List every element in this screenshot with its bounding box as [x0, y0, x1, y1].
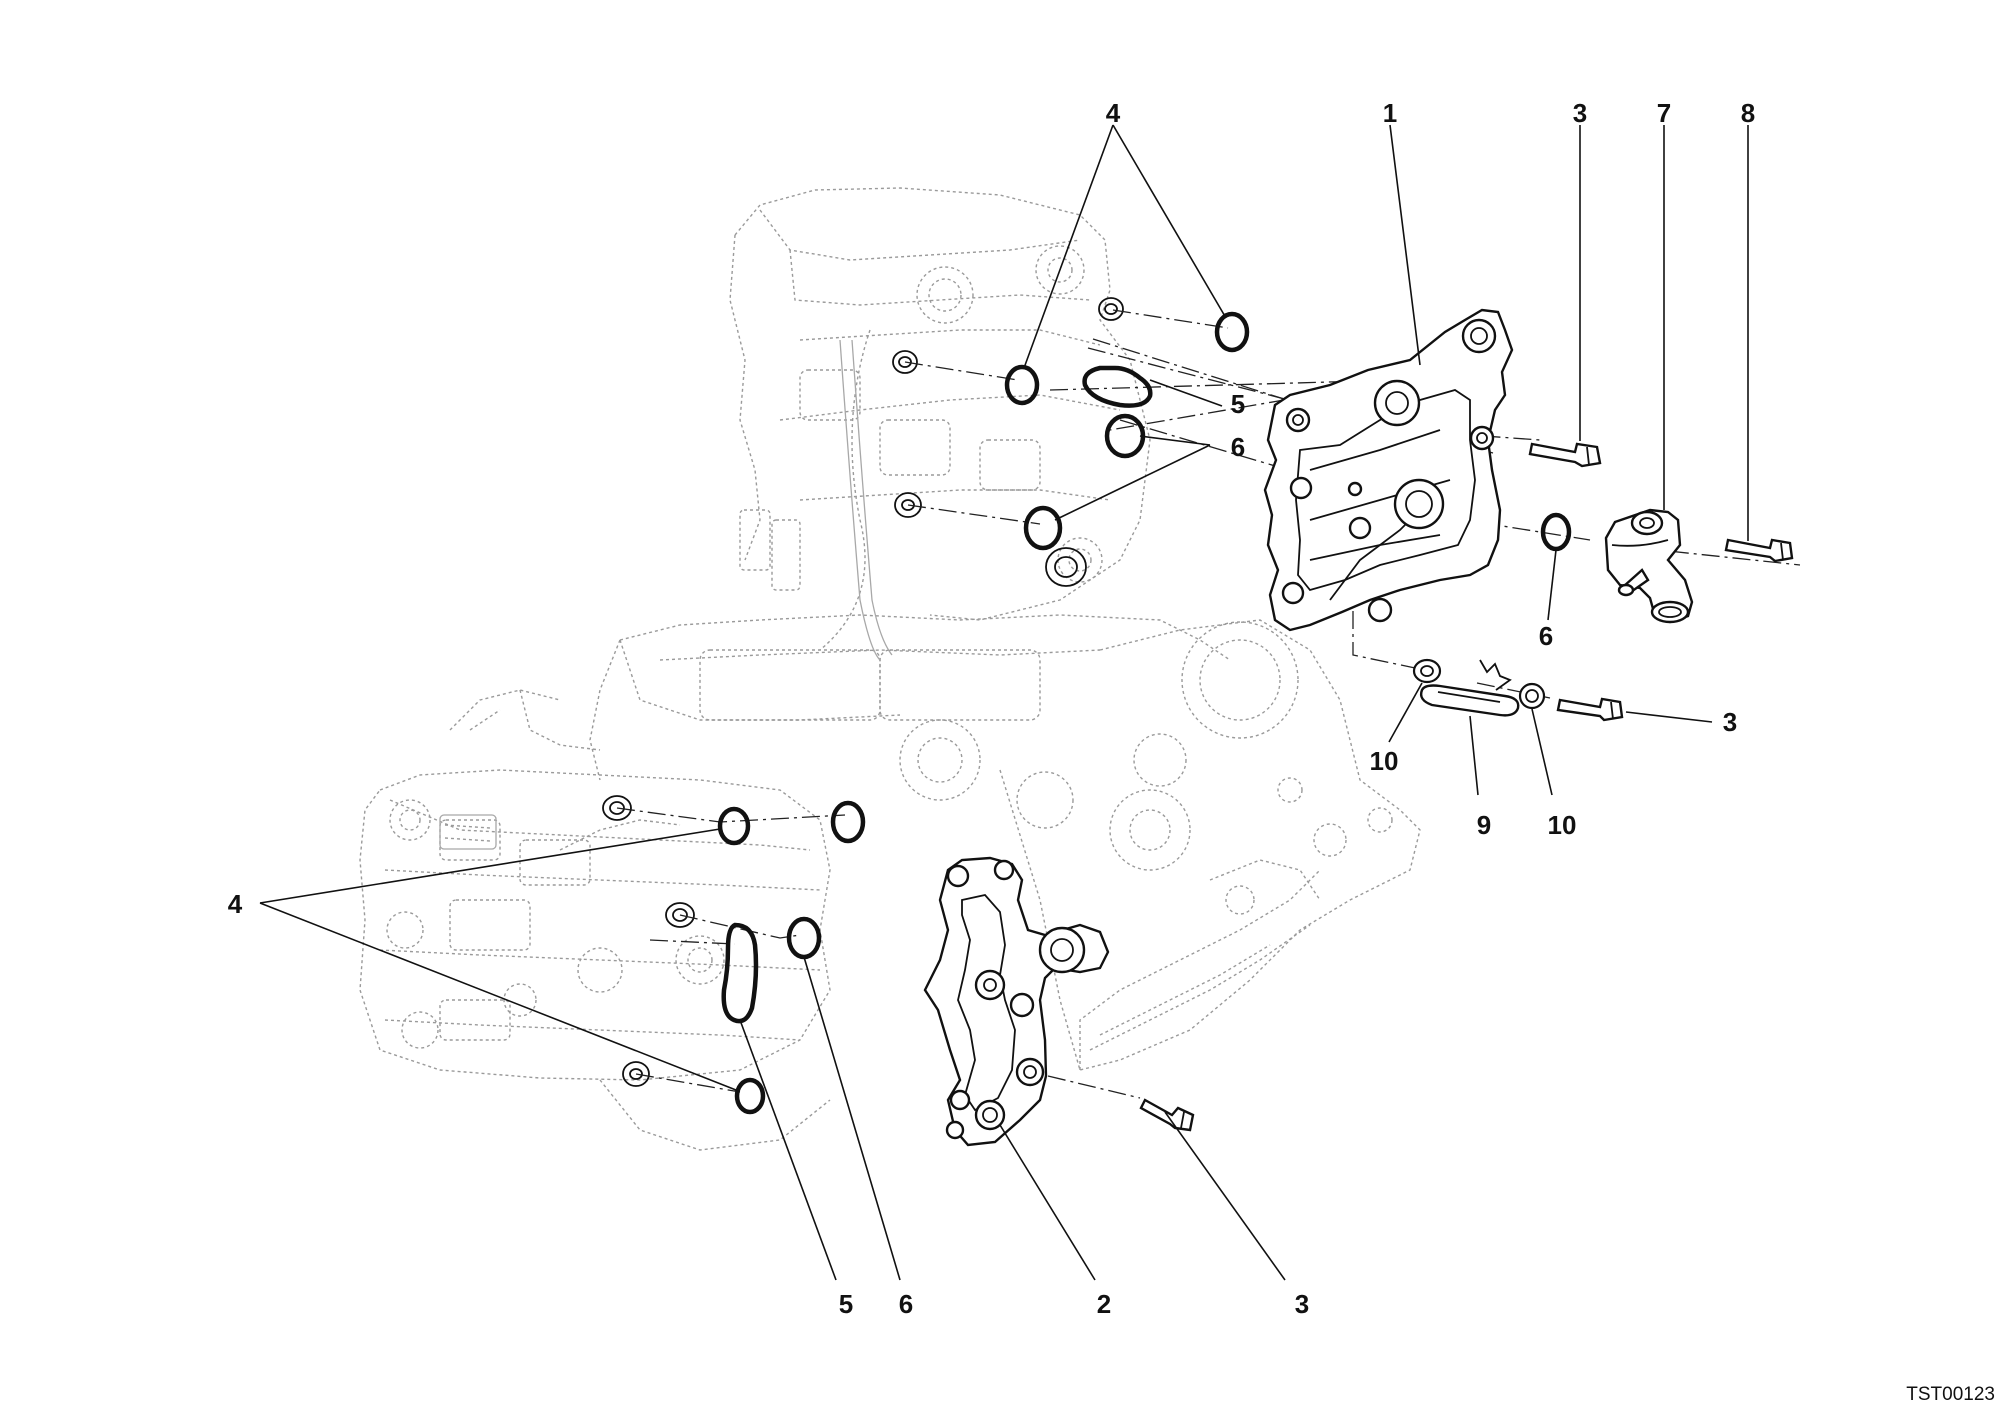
clip-9[interactable]: [1419, 659, 1520, 717]
part-2-front-manifold[interactable]: [923, 856, 1110, 1147]
callout-3-mid: 3: [1723, 707, 1737, 737]
screw-3-top[interactable]: [1528, 442, 1602, 468]
callout-4-left: 4: [228, 889, 243, 919]
o-ring-4-front-right[interactable]: [830, 800, 866, 844]
callout-2: 2: [1097, 1289, 1111, 1319]
o-ring-4-front-lower[interactable]: [734, 1077, 766, 1115]
screw-3-middle[interactable]: [1556, 697, 1624, 722]
o-ring-4-upper-left[interactable]: [1004, 364, 1040, 406]
callout-5-bottom: 5: [839, 1289, 853, 1319]
oval-seal-5-upper[interactable]: [1082, 365, 1153, 408]
oval-seal-5-lower[interactable]: [721, 922, 759, 1024]
o-ring-6-middle[interactable]: [1023, 505, 1063, 551]
callout-6-bottom: 6: [899, 1289, 913, 1319]
engine-block-outline: [359, 187, 1421, 1151]
callout-6-mid: 6: [1539, 621, 1553, 651]
callout-8: 8: [1741, 98, 1755, 128]
part-7-elbow-fitting[interactable]: [1604, 508, 1694, 624]
screw-8[interactable]: [1724, 538, 1794, 563]
drawing-code: TST00123: [1906, 1384, 1995, 1405]
part-1-rear-manifold[interactable]: [1263, 308, 1514, 632]
callout-10-left: 10: [1370, 746, 1399, 776]
rear-head-ports: [602, 297, 1124, 1087]
o-ring-6-fitting[interactable]: [1540, 512, 1572, 552]
callout-3-top: 3: [1573, 98, 1587, 128]
assembly-centerlines: [616, 309, 1801, 1099]
callout-6-right: 6: [1231, 432, 1245, 462]
callout-7: 7: [1657, 98, 1671, 128]
o-ring-6-lower[interactable]: [786, 916, 822, 960]
o-ring-4-front-left[interactable]: [717, 806, 751, 846]
seals: [717, 311, 1572, 1115]
callout-10-right: 10: [1548, 810, 1577, 840]
callout-labels: 4 1 3 7 8 5 6 6 3 10 9 10 4 5 6 2 3: [228, 98, 1755, 1319]
callout-5-right: 5: [1231, 389, 1245, 419]
callout-4-top: 4: [1106, 98, 1121, 128]
callout-1: 1: [1383, 98, 1397, 128]
o-ring-4-upper-right[interactable]: [1214, 311, 1250, 353]
callout-3-bottom: 3: [1295, 1289, 1309, 1319]
callout-9: 9: [1477, 810, 1491, 840]
washer-10-right[interactable]: [1518, 682, 1546, 710]
leader-lines: [259, 124, 1749, 1281]
washer-10-left[interactable]: [1412, 658, 1442, 684]
